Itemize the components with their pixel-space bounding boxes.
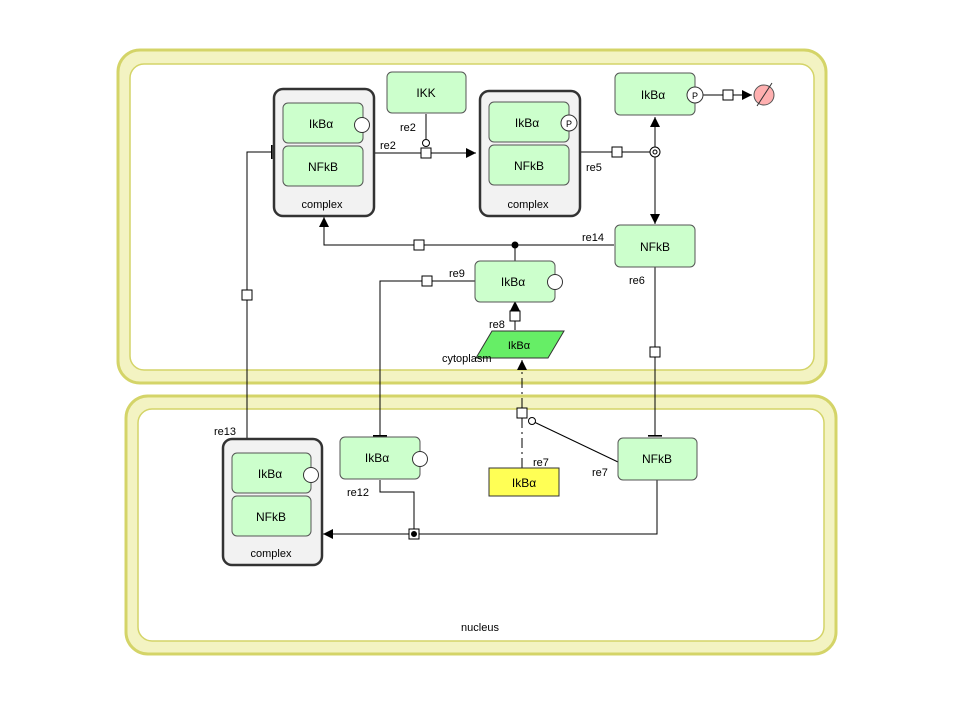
- nfkb-nucleus-label: NFkB: [642, 452, 672, 466]
- re12-ikba-edge: [379, 480, 415, 534]
- re5-process-node: [611, 146, 623, 158]
- re7-modifier-circle: [528, 417, 536, 425]
- complex-ikba-label: IkBα: [309, 117, 333, 131]
- complex-phospho-ikba-label: IkBα: [515, 116, 539, 130]
- ikba-nucleus-node[interactable]: IkBα: [339, 436, 428, 480]
- re7-label: re7: [592, 467, 608, 479]
- cytoplasm-compartment[interactable]: [116, 48, 828, 385]
- complex-nucleus-ikba-label: IkBα: [258, 467, 282, 481]
- re13-label: re13: [214, 426, 236, 438]
- ikk-node[interactable]: IKK: [386, 71, 467, 114]
- complex-nfkb-label: NFkB: [308, 160, 338, 174]
- re7-translation-label: re7: [533, 457, 549, 469]
- complex-nucleus-label: complex: [251, 548, 292, 560]
- degraded-slash: [756, 82, 773, 107]
- nfkb-nucleus-node[interactable]: NFkB: [617, 437, 698, 481]
- re12-label: re12: [347, 487, 369, 499]
- re14-association-dot: [511, 241, 519, 249]
- nucleus-label: nucleus: [461, 622, 499, 634]
- ikba-phospho-node[interactable]: IkBα P: [614, 72, 704, 116]
- re6-label: re6: [629, 275, 645, 287]
- re8-process-node: [509, 310, 521, 322]
- complex-nucleus-nfkb-label: NFkB: [256, 510, 286, 524]
- re9-process-node: [421, 275, 433, 287]
- ikba-gene-label: IkBα: [512, 476, 536, 490]
- re5-label: re5: [586, 162, 602, 174]
- re7-modifier-edge: [531, 420, 619, 463]
- nfkb-cytoplasm-label: NFkB: [640, 240, 670, 254]
- ikba-mrna-label: IkBα: [508, 340, 531, 352]
- ikba-phospho-label: IkBα: [641, 88, 665, 102]
- re12-association-dot: [411, 531, 417, 537]
- degradation-process-node: [722, 89, 734, 101]
- ikba-gene-node[interactable]: IkBα: [488, 467, 560, 497]
- phospho-site: [560, 114, 578, 132]
- ikba-nucleus-label: IkBα: [365, 451, 389, 465]
- complex-nucleus[interactable]: IkBα NFkB complex: [221, 437, 324, 567]
- re2-process-node: [420, 147, 432, 159]
- re6-process-node: [649, 346, 661, 358]
- nfkb-cytoplasm-node[interactable]: NFkB: [614, 224, 696, 268]
- complex-nucleus-nfkb: [231, 495, 312, 537]
- re2-catalysis-label: re2: [400, 122, 416, 134]
- ikba-cytoplasm-label: IkBα: [501, 275, 525, 289]
- binding-site-circle: [547, 274, 563, 290]
- re9-edge: [373, 280, 475, 437]
- binding-site-circle: [303, 467, 319, 483]
- phospho-site: [686, 86, 704, 104]
- process-nodes: [241, 89, 734, 540]
- complex-cytoplasm[interactable]: IkBα NFkB complex: [272, 87, 376, 218]
- re7-process-node: [516, 407, 528, 419]
- complex-phospho-label: complex: [508, 199, 549, 211]
- reaction-edges: [246, 90, 752, 539]
- re14-process-node: [413, 239, 425, 251]
- cytoplasm-label: cytoplasm: [442, 353, 492, 365]
- ikk-label: IKK: [416, 86, 435, 100]
- re5-dissociation-inner: [652, 149, 658, 155]
- re12-nfkb-edge: [414, 480, 658, 535]
- re8-label: re8: [489, 319, 505, 331]
- ikba-cytoplasm-node[interactable]: IkBα: [474, 260, 563, 303]
- re13-process-node: [241, 289, 253, 301]
- re13-edge: [246, 145, 273, 438]
- complex-nfkb: [282, 145, 364, 187]
- re9-label: re9: [449, 268, 465, 280]
- complex-phospho[interactable]: IkBα P NFkB complex: [478, 89, 582, 218]
- re2-label: re2: [380, 140, 396, 152]
- complex-phospho-nfkb: [488, 144, 570, 186]
- ikba-mrna-node[interactable]: IkBα: [475, 330, 565, 359]
- binding-site-circle: [412, 451, 428, 467]
- phospho-site-label: P: [692, 91, 698, 101]
- reaction-labels: re2 re2 re5 re14 re6 re9 re8 re13 re7 re…: [214, 122, 645, 499]
- phospho-site-label: P: [566, 119, 572, 129]
- degraded-node[interactable]: [753, 82, 775, 107]
- complex-phospho-nfkb-label: NFkB: [514, 159, 544, 173]
- re14-label: re14: [582, 232, 604, 244]
- re2-catalysis-circle: [422, 139, 430, 147]
- complex-label: complex: [302, 199, 343, 211]
- binding-site-circle: [354, 117, 370, 133]
